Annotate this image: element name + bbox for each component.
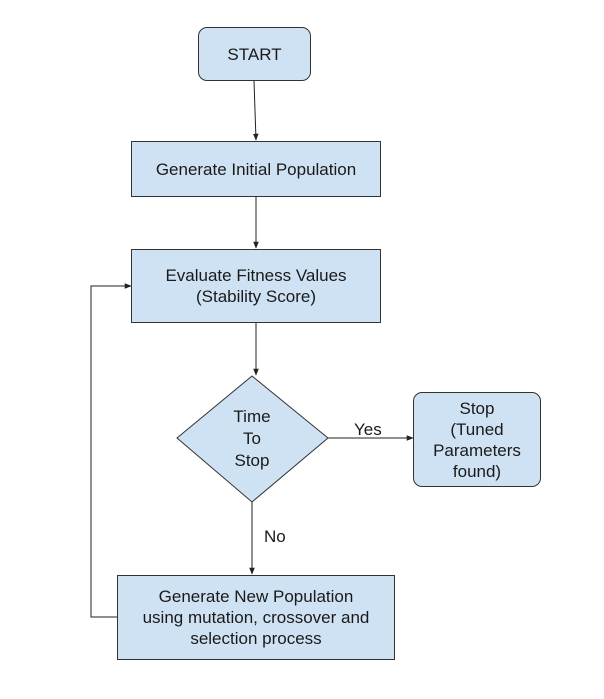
evaluate-fitness-node: Evaluate Fitness Values (Stability Score… — [131, 249, 381, 323]
new-population-node: Generate New Population using mutation, … — [117, 575, 395, 660]
init-population-label: Generate Initial Population — [155, 159, 357, 179]
new-population-label-line1: Generate New Population — [158, 587, 354, 606]
evaluate-fitness-label-line1: Evaluate Fitness Values — [165, 266, 347, 285]
new-population-label-line3: selection process — [190, 629, 322, 648]
stop-label-line1: Stop — [459, 398, 495, 418]
decision-label-line2: To — [243, 429, 261, 448]
stop-label-line4: found) — [452, 461, 502, 481]
init-population-node: Generate Initial Population — [131, 141, 381, 197]
no-edge-label: No — [264, 527, 286, 546]
stop-node: Stop (Tuned Parameters found) — [413, 392, 541, 487]
yes-edge-label: Yes — [354, 420, 382, 439]
arrow-start-to-init — [252, 80, 259, 141]
arrow-loop-back-to-evaluate — [90, 283, 132, 618]
new-population-label-line2: using mutation, crossover and — [142, 608, 370, 627]
stop-label-line3: Parameters — [433, 440, 521, 460]
decision-label-line3: Stop — [234, 451, 270, 470]
evaluate-fitness-label-line2: (Stability Score) — [196, 287, 316, 306]
stop-label-line2: (Tuned — [450, 419, 504, 439]
decision-label-line1: Time — [233, 407, 271, 426]
decision-label: Time To Stop — [202, 406, 302, 472]
start-node-label: START — [227, 44, 282, 64]
start-node: START — [198, 27, 311, 81]
